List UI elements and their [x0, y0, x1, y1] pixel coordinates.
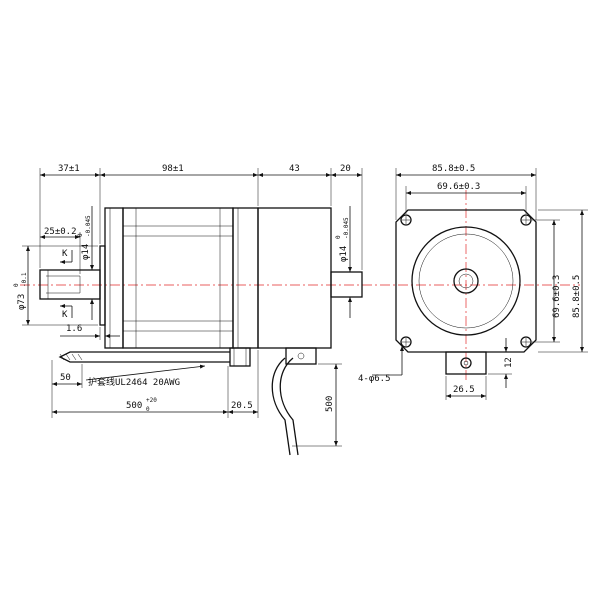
mount-hole-bottom-right: [520, 336, 532, 348]
dim-front-shaft-tol-top: 0: [77, 233, 84, 237]
mount-hole-top-left: [400, 214, 412, 226]
dim-cable-tol-bottom: 0: [146, 406, 150, 413]
dim-body-length: 98±1: [162, 164, 184, 174]
front-view: 85.8±0.5 69.6±0.3 69.6±0.3 85.8±0.5 4-φ6…: [358, 164, 588, 400]
dim-pilot-tol-top: 0: [13, 283, 20, 287]
dim-key-length: 25±0.2: [44, 227, 77, 237]
encoder-housing: [257, 207, 332, 349]
dim-cable-length: 500: [126, 401, 142, 411]
dim-rear-shaft-tol: -0.045: [343, 217, 350, 239]
dim-connector-length: 20.5: [231, 401, 253, 411]
dim-rear-shaft-dia: φ14: [339, 246, 349, 262]
section-label-k-bottom: K: [62, 310, 68, 320]
dim-cable-tol-top: +20: [146, 397, 157, 404]
stator-body: [122, 207, 234, 349]
side-view: 37±1 98±1 43 20 φ14 0 -0.045 25±0.2 K K …: [13, 164, 580, 456]
dim-connector-width: 26.5: [453, 385, 475, 395]
dim-rear-shaft-length: 20: [340, 164, 351, 174]
motor-cable: [58, 351, 230, 363]
rear-shaft: [330, 271, 363, 298]
dim-cable-offset: 50: [60, 373, 71, 383]
dim-mount-holes: 4-φ6.5: [358, 374, 391, 384]
dim-front-shaft-dia: φ14: [81, 244, 91, 260]
dim-connector-height: 12: [504, 357, 514, 368]
dim-pilot-tol: -0.1: [21, 272, 28, 287]
front-flange: [104, 207, 124, 349]
mount-hole-top-right: [520, 214, 532, 226]
section-label-k-top: K: [62, 249, 68, 259]
dim-front-shaft-tol: -0.045: [85, 215, 92, 237]
dim-hole-pitch-y: 69.6±0.3: [552, 275, 562, 318]
encoder-cable: [271, 357, 291, 456]
dim-rear-shaft-tol-top: 0: [335, 235, 342, 239]
dim-encoder-cable-length: 500: [325, 396, 335, 412]
shaft-hole: [453, 268, 479, 294]
dim-flange-height: 85.8±0.5: [572, 275, 582, 318]
encoder-connector: [285, 347, 317, 365]
dim-flange-step: 1.6: [66, 324, 82, 334]
mount-hole-bottom-left: [400, 336, 412, 348]
pilot-circle: [411, 226, 521, 336]
cable-gland: [229, 347, 251, 367]
dim-shaft-length: 37±1: [58, 164, 80, 174]
front-shaft: [39, 269, 101, 300]
pilot: [99, 245, 106, 326]
front-connector: [445, 351, 487, 375]
cable-spec-note: 护套线UL2464 20AWG: [88, 376, 180, 388]
dim-flange-width: 85.8±0.5: [432, 164, 475, 174]
dim-hole-pitch-x: 69.6±0.3: [437, 182, 480, 192]
dim-pilot-dia: φ73: [17, 294, 27, 310]
front-flange-square: [395, 209, 537, 353]
dim-encoder-length: 43: [289, 164, 300, 174]
rear-cap: [232, 207, 259, 349]
